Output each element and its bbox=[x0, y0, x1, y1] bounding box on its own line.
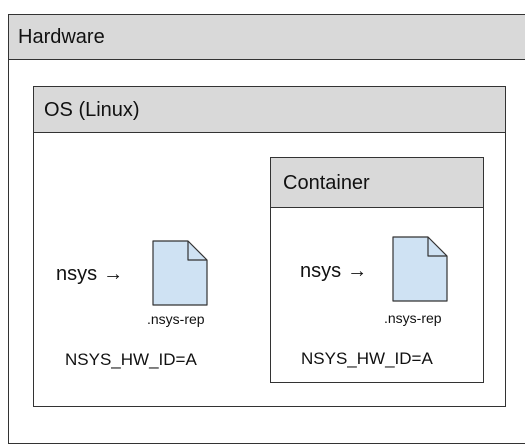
arrow-icon: → bbox=[103, 263, 124, 285]
hardware-title: Hardware bbox=[18, 26, 105, 48]
container-env-var: NSYS_HW_ID=A bbox=[301, 349, 433, 368]
container-title: Container bbox=[283, 171, 370, 194]
document-icon bbox=[392, 236, 448, 302]
os-file-extension: .nsys-rep bbox=[147, 311, 205, 327]
os-nsys-command: nsys→ bbox=[56, 264, 123, 284]
container-tool-label: nsys bbox=[300, 260, 342, 282]
hardware-header: Hardware bbox=[9, 15, 525, 60]
container-nsys-command: nsys→ bbox=[300, 261, 367, 281]
container-header: Container bbox=[271, 158, 483, 208]
os-title: OS (Linux) bbox=[44, 98, 140, 121]
container-box: Container bbox=[270, 157, 484, 383]
document-icon bbox=[152, 240, 208, 306]
container-file-extension: .nsys-rep bbox=[384, 310, 442, 326]
arrow-icon: → bbox=[347, 260, 368, 282]
os-tool-label: nsys bbox=[56, 263, 98, 285]
os-env-var: NSYS_HW_ID=A bbox=[65, 350, 197, 369]
os-header: OS (Linux) bbox=[34, 87, 505, 133]
